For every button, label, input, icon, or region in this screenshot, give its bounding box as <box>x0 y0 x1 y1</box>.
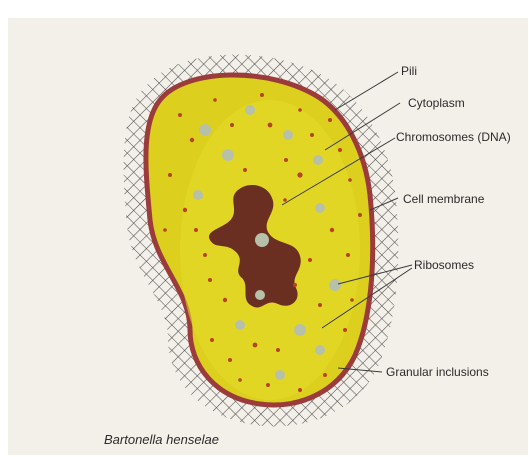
label-ribosomes: Ribosomes <box>414 258 474 272</box>
label-granular-inclusions: Granular inclusions <box>386 365 489 379</box>
label-chromosomes: Chromosomes (DNA) <box>396 130 511 144</box>
label-cytoplasm: Cytoplasm <box>408 96 465 110</box>
diagram-caption: Bartonella henselae <box>104 432 219 447</box>
label-cell-membrane: Cell membrane <box>403 192 484 206</box>
label-pili: Pili <box>401 64 417 78</box>
